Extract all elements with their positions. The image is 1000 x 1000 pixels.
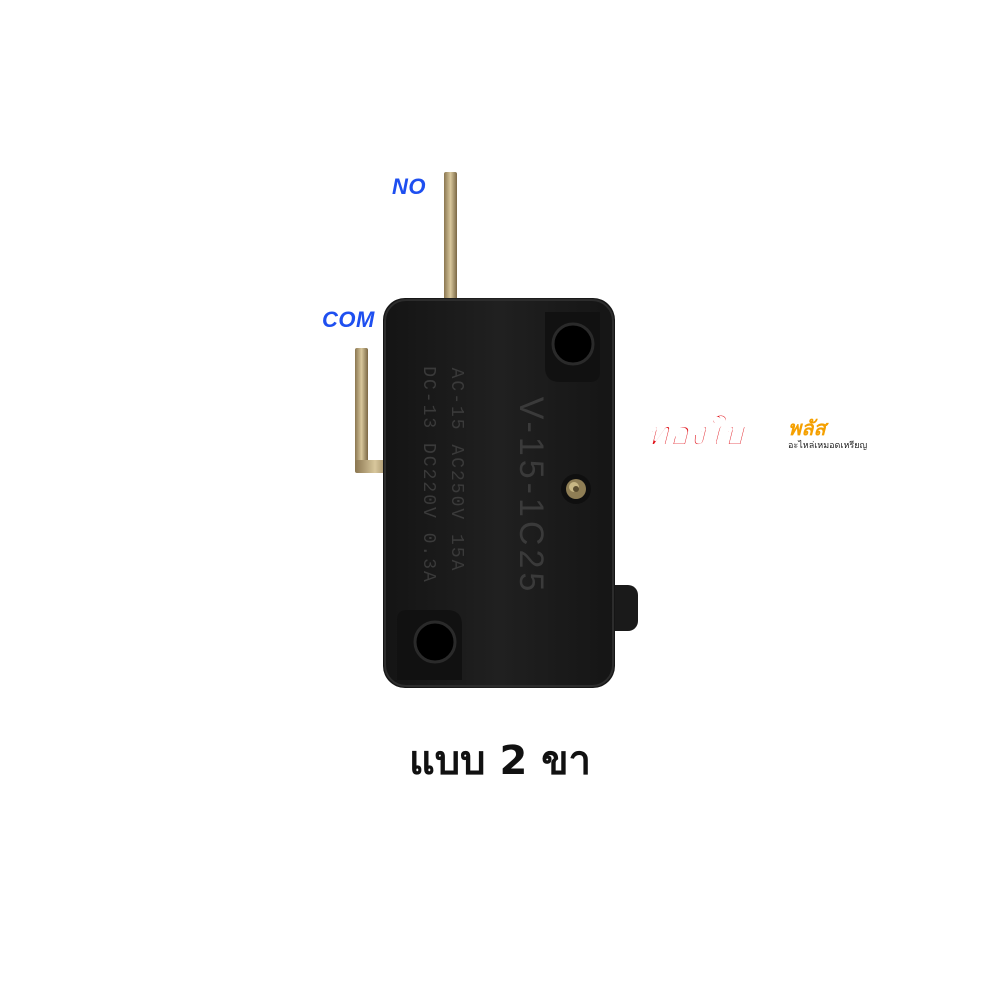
- mounting-hole-bottom: [397, 610, 462, 680]
- model-text: V-15-1C25: [512, 397, 550, 596]
- brand-logo: ทองใบ พลัส อะไหล่เหมอดเหรียญ: [646, 414, 868, 464]
- brand-suffix: พลัส: [788, 416, 826, 440]
- no-terminal: [444, 172, 457, 300]
- com-label: COM: [322, 307, 375, 332]
- brand-name: ทองใบ: [646, 414, 745, 455]
- switch-body: [383, 298, 615, 688]
- brand-tagline: อะไหล่เหมอดเหรียญ: [788, 441, 868, 451]
- ac-rating-text: AC-15 AC250V 15A: [446, 368, 466, 573]
- rivet: [561, 474, 591, 504]
- ac-rating-marking: AC-15 AC250V 15A: [446, 368, 466, 573]
- dc-rating-marking: DC-13 DC220V 0.3A: [418, 366, 438, 584]
- model-marking: V-15-1C25: [512, 397, 550, 596]
- no-label: NO: [392, 174, 426, 199]
- dc-rating-text: DC-13 DC220V 0.3A: [418, 366, 438, 584]
- caption: แบบ 2 ขา: [408, 738, 592, 784]
- mounting-hole-top: [545, 312, 600, 382]
